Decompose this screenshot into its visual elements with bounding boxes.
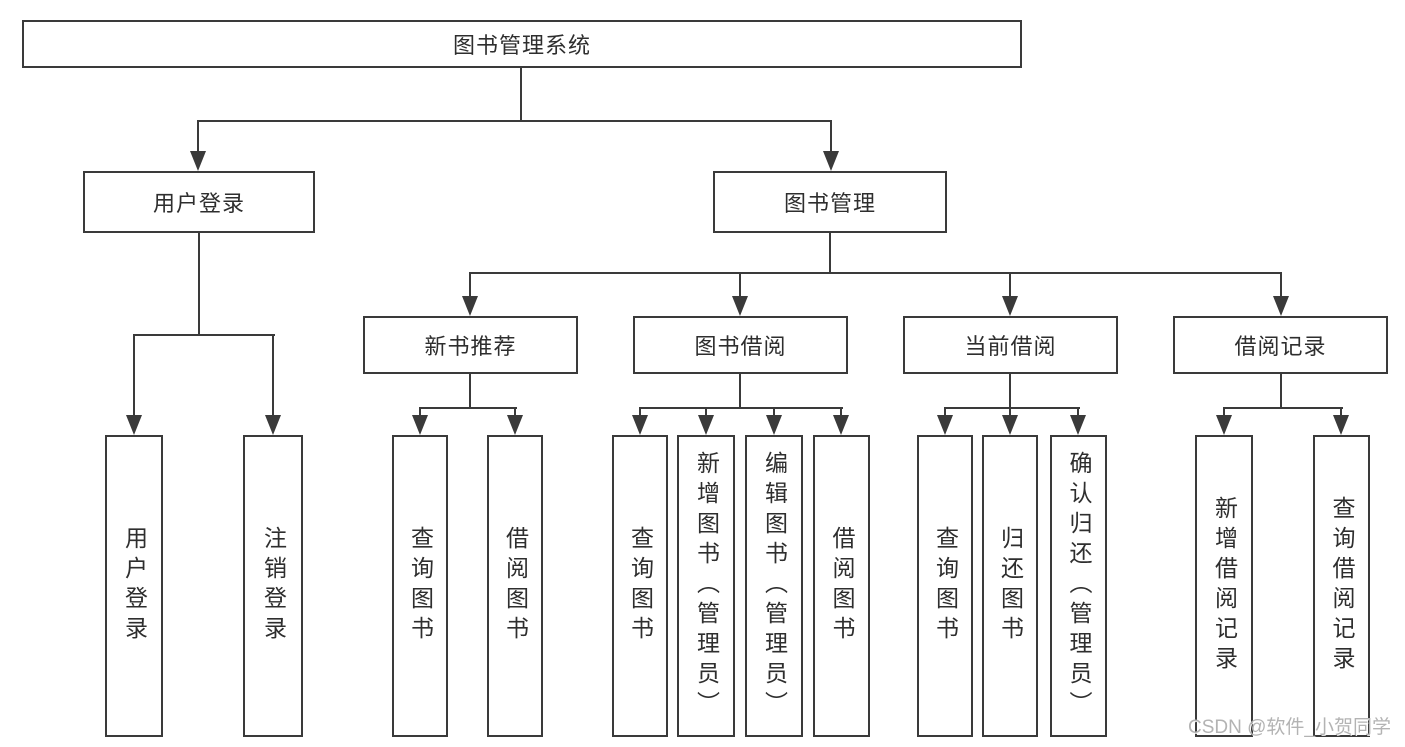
- connector-user-login-stem: [198, 233, 200, 336]
- arrowhead-down-icon: [1216, 415, 1232, 435]
- arrowhead-down-icon: [1333, 415, 1349, 435]
- node-return-book: 归还图书: [982, 435, 1038, 737]
- node-edit-book-admin-label: 编辑图书（管理员）: [761, 451, 788, 721]
- connector-book-mgmt-rail: [469, 272, 1282, 274]
- connector-user-login-rail: [133, 334, 275, 336]
- connector-book-borrow-drop-4: [840, 407, 842, 417]
- watermark: CSDN @软件_小贺同学: [1188, 717, 1391, 738]
- connector-records-drop-2: [1340, 407, 1342, 417]
- connector-records-stem: [1280, 374, 1282, 409]
- node-return-book-label: 归还图书: [997, 526, 1024, 646]
- connector-user-login-drop-1: [133, 334, 135, 416]
- arrowhead-down-icon: [833, 415, 849, 435]
- arrowhead-down-icon: [265, 415, 281, 435]
- connector-book-borrow-drop-1: [639, 407, 641, 417]
- node-new-book-recommend-label: 新书推荐: [424, 334, 517, 359]
- arrowhead-down-icon: [1070, 415, 1086, 435]
- node-root-label: 图书管理系统: [452, 33, 591, 58]
- node-add-borrow-record-label: 新增借阅记录: [1211, 496, 1238, 676]
- arrowhead-down-icon: [632, 415, 648, 435]
- connector-book-borrow-drop-2: [705, 407, 707, 417]
- arrowhead-down-icon: [766, 415, 782, 435]
- node-add-book-admin-label: 新增图书（管理员）: [693, 451, 720, 721]
- node-confirm-return-admin-label: 确认归还（管理员）: [1066, 451, 1092, 721]
- connector-book-mgmt-drop-1: [469, 272, 471, 298]
- connector-records-drop-1: [1223, 407, 1225, 417]
- connector-root-rail: [197, 120, 832, 122]
- arrowhead-down-icon: [190, 151, 206, 171]
- connector-new-book-drop-2: [514, 407, 516, 417]
- node-query-borrow-record-label: 查询借阅记录: [1329, 496, 1355, 676]
- node-borrow-books-nb: 借阅图书: [487, 435, 543, 737]
- connector-current-borrow-stem: [1009, 374, 1011, 409]
- node-query-books-nb: 查询图书: [392, 435, 448, 737]
- arrowhead-down-icon: [732, 296, 748, 316]
- node-new-book-recommend: 新书推荐: [363, 316, 578, 374]
- node-borrow-books-bb: 借阅图书: [813, 435, 870, 737]
- node-user-login-leaf-label: 用户登录: [121, 526, 148, 646]
- node-borrow-records-label: 借阅记录: [1234, 334, 1327, 359]
- connector-book-mgmt-drop-4: [1280, 272, 1282, 298]
- node-query-borrow-record: 查询借阅记录: [1313, 435, 1370, 737]
- node-borrow-books-nb-label: 借阅图书: [502, 526, 529, 646]
- node-confirm-return-admin: 确认归还（管理员）: [1050, 435, 1107, 737]
- node-add-book-admin: 新增图书（管理员）: [677, 435, 735, 737]
- node-query-books-cb-label: 查询图书: [932, 526, 959, 646]
- node-book-management-label: 图书管理: [783, 191, 876, 216]
- arrowhead-down-icon: [1002, 296, 1018, 316]
- arrowhead-down-icon: [698, 415, 714, 435]
- node-add-borrow-record: 新增借阅记录: [1195, 435, 1253, 737]
- connector-book-borrow-rail: [639, 407, 843, 409]
- connector-book-borrow-stem: [739, 374, 741, 409]
- connector-new-book-stem: [469, 374, 471, 409]
- connector-book-mgmt-drop-3: [1009, 272, 1011, 298]
- node-borrow-records: 借阅记录: [1173, 316, 1388, 374]
- arrowhead-down-icon: [507, 415, 523, 435]
- node-current-borrow-label: 当前借阅: [964, 334, 1057, 359]
- connector-root-stem: [520, 67, 522, 122]
- node-book-borrow-label: 图书借阅: [694, 334, 787, 359]
- node-borrow-books-bb-label: 借阅图书: [829, 526, 855, 646]
- arrowhead-down-icon: [126, 415, 142, 435]
- node-user-login-leaf: 用户登录: [105, 435, 163, 737]
- arrowhead-down-icon: [823, 151, 839, 171]
- connector-new-book-drop-1: [419, 407, 421, 417]
- connector-current-borrow-drop-3: [1077, 407, 1079, 417]
- node-query-books-cb: 查询图书: [917, 435, 973, 737]
- arrowhead-down-icon: [1273, 296, 1289, 316]
- arrowhead-down-icon: [462, 296, 478, 316]
- node-user-login: 用户登录: [83, 171, 315, 233]
- connector-book-mgmt-stem: [829, 233, 831, 274]
- node-book-management: 图书管理: [713, 171, 947, 233]
- connector-records-rail: [1223, 407, 1343, 409]
- connector-book-borrow-drop-3: [773, 407, 775, 417]
- node-query-books-bb: 查询图书: [612, 435, 668, 737]
- node-logout-label: 注销登录: [260, 526, 287, 646]
- arrowhead-down-icon: [1002, 415, 1018, 435]
- node-logout: 注销登录: [243, 435, 303, 737]
- node-query-books-nb-label: 查询图书: [407, 526, 434, 646]
- connector-new-book-rail: [419, 407, 517, 409]
- connector-current-borrow-rail: [944, 407, 1080, 409]
- node-edit-book-admin: 编辑图书（管理员）: [745, 435, 803, 737]
- connector-root-drop-right: [830, 120, 832, 153]
- node-current-borrow: 当前借阅: [903, 316, 1118, 374]
- node-query-books-bb-label: 查询图书: [627, 526, 654, 646]
- arrowhead-down-icon: [937, 415, 953, 435]
- connector-current-borrow-drop-2: [1009, 407, 1011, 417]
- connector-user-login-drop-2: [272, 334, 274, 416]
- connector-book-mgmt-drop-2: [739, 272, 741, 298]
- connector-root-drop-left: [197, 120, 199, 153]
- node-user-login-label: 用户登录: [152, 191, 245, 216]
- connector-current-borrow-drop-1: [944, 407, 946, 417]
- node-root: 图书管理系统: [22, 20, 1022, 68]
- node-book-borrow: 图书借阅: [633, 316, 848, 374]
- arrowhead-down-icon: [412, 415, 428, 435]
